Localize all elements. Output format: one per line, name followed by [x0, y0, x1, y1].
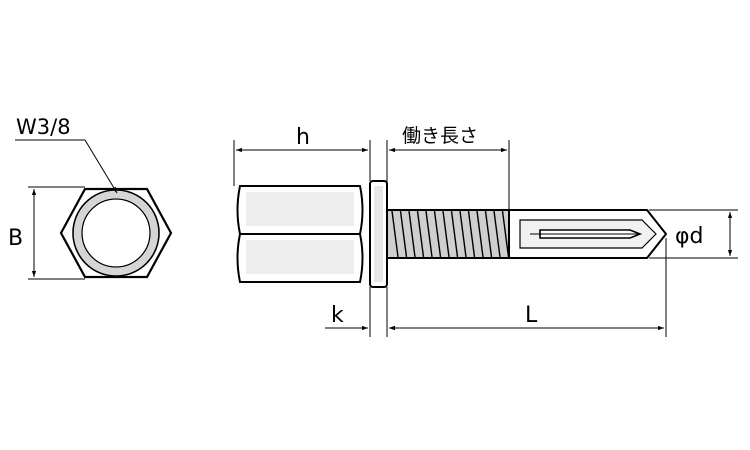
label-hex-height: h [296, 125, 310, 150]
dimension-d [649, 209, 738, 259]
thread-line [501, 210, 510, 258]
thread-line [433, 210, 442, 258]
thread-line [476, 210, 484, 258]
dimension-l [389, 238, 667, 337]
hex-inner-circle [81, 198, 151, 268]
label-collar-thickness: k [331, 303, 344, 328]
collar-shade [374, 186, 383, 282]
thread-line [408, 210, 416, 258]
thread-line [425, 210, 433, 258]
head-shade-top [246, 192, 354, 226]
dimension-h [233, 140, 371, 186]
label-diameter: φd [675, 224, 703, 249]
thread-line [442, 210, 450, 258]
thread-line [416, 210, 425, 258]
label-across-flats: B [8, 226, 23, 251]
label-thread-spec: W3/8 [16, 115, 71, 139]
dimension-drill-length [386, 140, 510, 210]
thread-line [493, 210, 501, 258]
label-length: L [525, 303, 538, 328]
thread-line [450, 210, 459, 258]
drill-tip [508, 209, 668, 259]
thread-line [484, 210, 493, 258]
dimension-b [28, 186, 85, 280]
hex-inner-shade [74, 191, 158, 275]
hex-outline [59, 187, 173, 279]
thread-line [459, 210, 467, 258]
thread-line [391, 210, 399, 258]
hex-head [236, 185, 364, 283]
label-drill-length: 働き長さ [402, 125, 478, 147]
thread-line [399, 210, 408, 258]
thread-line [467, 210, 476, 258]
head-shade-bottom [246, 240, 354, 274]
leader-thread-spec [15, 139, 118, 194]
hex-end-view [59, 187, 173, 279]
